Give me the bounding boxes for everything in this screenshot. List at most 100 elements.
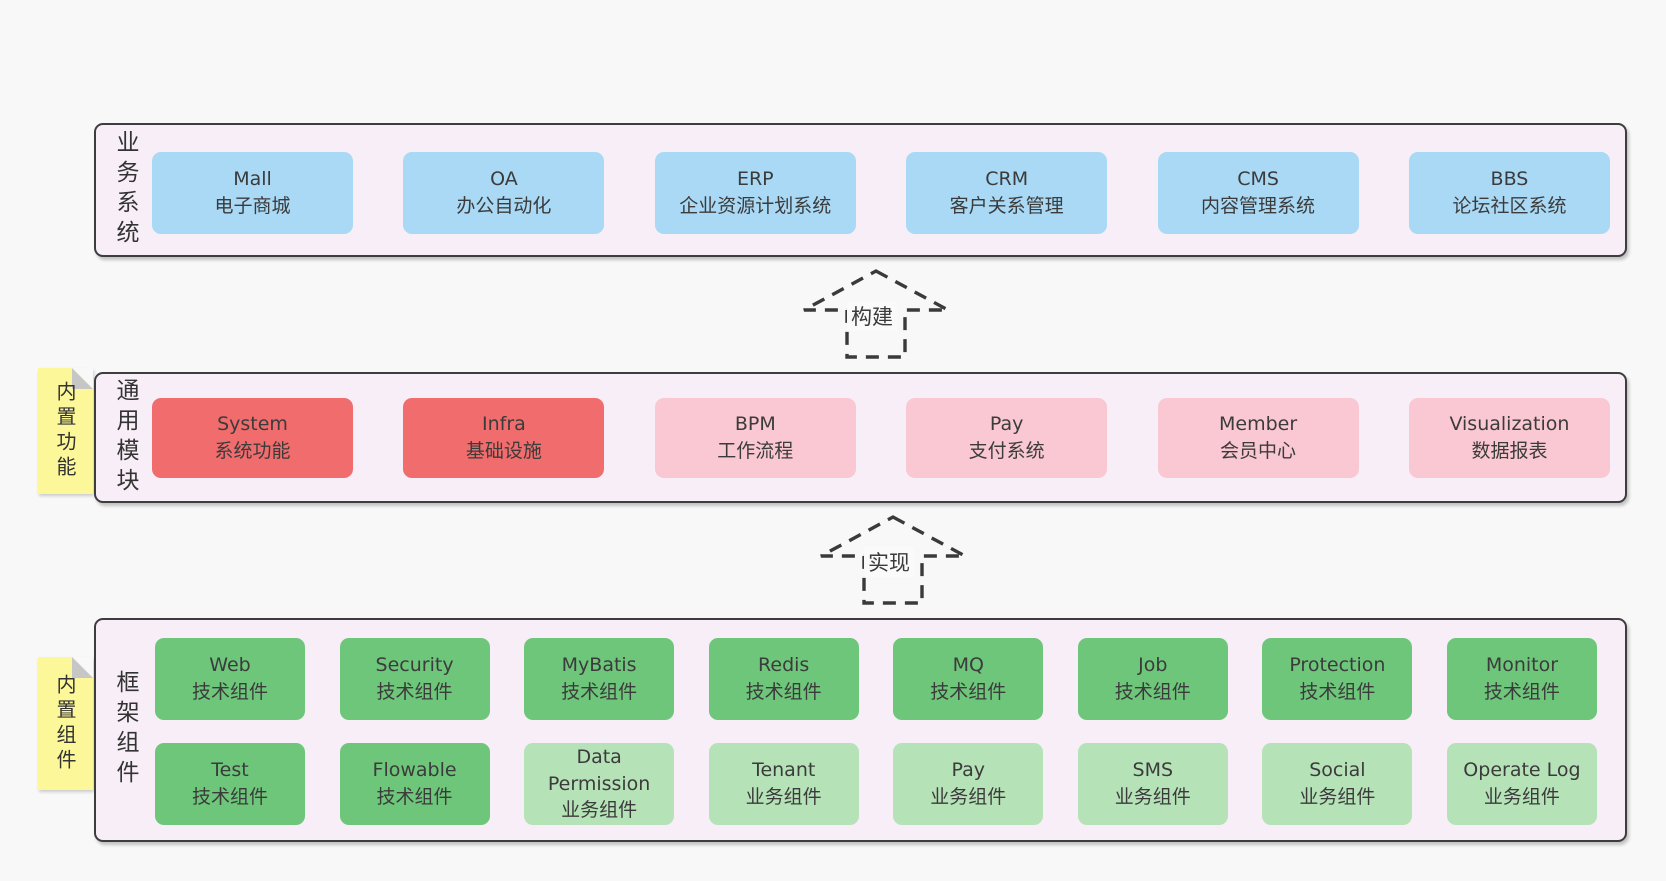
dashed-up-arrow-icon: [820, 515, 966, 605]
box-protection: Protection 技术组件: [1262, 638, 1413, 720]
box-name: Flowable: [372, 759, 457, 782]
box-data-permission: Data Permission 业务组件: [524, 743, 675, 825]
band-title: 业务系统: [112, 130, 138, 250]
box-desc: 技术组件: [376, 786, 453, 808]
box-name: Visualization: [1449, 413, 1570, 436]
box-name: SMS: [1132, 759, 1174, 782]
band-framework-components: 框架组件 Web 技术组件 Security 技术组件 MyBatis 技术组件…: [94, 618, 1627, 842]
band-common-modules: 通用模块 System 系统功能 Infra 基础设施 BPM 工作流程 Pay…: [94, 372, 1627, 503]
box-desc: 业务组件: [930, 786, 1007, 808]
box-erp: ERP 企业资源计划系统: [654, 152, 856, 234]
box-pay-system: Pay 支付系统: [906, 398, 1108, 478]
box-name: MQ: [952, 654, 984, 677]
components-row-1: Web 技术组件 Security 技术组件 MyBatis 技术组件 Redi…: [155, 638, 1597, 720]
box-desc: 技术组件: [191, 681, 268, 703]
box-name: MyBatis: [561, 654, 637, 677]
box-desc: 业务组件: [1483, 786, 1560, 808]
box-name: BPM: [734, 413, 776, 436]
box-crm: CRM 客户关系管理: [906, 152, 1108, 234]
box-name: Data Permission: [547, 745, 651, 795]
sticky-note-built-in-features: 内置功能: [38, 368, 93, 494]
box-mybatis: MyBatis 技术组件: [524, 638, 675, 720]
box-name: ERP: [736, 168, 774, 191]
box-test: Test 技术组件: [155, 743, 305, 825]
box-name: Tenant: [752, 759, 816, 782]
box-desc: 数据报表: [1471, 440, 1548, 462]
box-name: Social: [1309, 759, 1366, 782]
note-label: 内置组件: [53, 673, 77, 774]
box-desc: 技术组件: [376, 681, 453, 703]
box-desc: 技术组件: [561, 681, 638, 703]
box-name: System: [217, 413, 288, 436]
box-redis: Redis 技术组件: [708, 638, 859, 720]
box-oa: OA 办公自动化: [403, 152, 605, 234]
folded-corner-icon: [72, 368, 93, 389]
business-row: Mall 电子商城 OA 办公自动化 ERP 企业资源计划系统 CRM 客户关系…: [152, 152, 1610, 234]
sticky-note-built-in-components: 内置组件: [38, 657, 93, 790]
arrow-label: 构建: [847, 301, 897, 331]
components-row-2: Test 技术组件 Flowable 技术组件 Data Permission …: [155, 743, 1597, 825]
box-name: Web: [209, 654, 251, 677]
box-name: BBS: [1490, 168, 1529, 191]
box-bbs: BBS 论坛社区系统: [1408, 152, 1610, 234]
box-desc: 会员中心: [1220, 440, 1297, 462]
box-desc: 办公自动化: [456, 195, 552, 217]
box-cms: CMS 内容管理系统: [1157, 152, 1359, 234]
box-tenant: Tenant 业务组件: [708, 743, 859, 825]
box-desc: 电子商城: [214, 195, 291, 217]
box-desc: 业务组件: [745, 786, 822, 808]
box-name: Test: [211, 759, 249, 782]
box-name: CRM: [985, 168, 1029, 191]
box-desc: 技术组件: [1114, 681, 1191, 703]
box-mall: Mall 电子商城: [152, 152, 353, 234]
box-pay-component: Pay 业务组件: [893, 743, 1044, 825]
band-title: 框架组件: [112, 670, 138, 790]
box-name: Mall: [233, 168, 272, 191]
box-desc: 技术组件: [930, 681, 1007, 703]
box-name: OA: [490, 168, 518, 191]
box-name: Pay: [989, 413, 1024, 436]
box-name: Member: [1218, 413, 1298, 436]
modules-row: System 系统功能 Infra 基础设施 BPM 工作流程 Pay 支付系统…: [152, 398, 1610, 478]
box-desc: 系统功能: [214, 440, 291, 462]
box-member: Member 会员中心: [1157, 398, 1359, 478]
box-desc: 技术组件: [745, 681, 822, 703]
note-label: 内置功能: [53, 381, 77, 481]
box-job: Job 技术组件: [1077, 638, 1228, 720]
box-infra: Infra 基础设施: [403, 398, 605, 478]
box-name: Job: [1138, 654, 1168, 677]
band-title: 通用模块: [112, 377, 138, 498]
box-desc: 企业资源计划系统: [679, 195, 832, 217]
box-desc: 技术组件: [191, 786, 268, 808]
box-desc: 业务组件: [1299, 786, 1376, 808]
box-desc: 业务组件: [1114, 786, 1191, 808]
box-monitor: Monitor 技术组件: [1446, 638, 1597, 720]
box-visualization: Visualization 数据报表: [1408, 398, 1610, 478]
box-social: Social 业务组件: [1262, 743, 1413, 825]
box-desc: 工作流程: [717, 440, 794, 462]
box-mq: MQ 技术组件: [893, 638, 1044, 720]
box-system: System 系统功能: [152, 398, 353, 478]
box-name: Security: [375, 654, 454, 677]
arrow-build-up: 构建: [801, 268, 951, 360]
box-name: Protection: [1289, 654, 1386, 677]
box-bpm: BPM 工作流程: [654, 398, 856, 478]
box-operate-log: Operate Log 业务组件: [1446, 743, 1597, 825]
band-business-systems: 业务系统 Mall 电子商城 OA 办公自动化 ERP 企业资源计划系统 CRM…: [94, 123, 1627, 257]
box-desc: 支付系统: [968, 440, 1045, 462]
box-flowable: Flowable 技术组件: [339, 743, 490, 825]
box-security: Security 技术组件: [339, 638, 490, 720]
box-desc: 客户关系管理: [949, 195, 1064, 217]
arrow-implement-up: 实现: [818, 514, 968, 606]
box-desc: 基础设施: [465, 440, 542, 462]
box-name: Operate Log: [1463, 759, 1581, 782]
dashed-up-arrow-icon: [803, 269, 949, 359]
folded-corner-icon: [72, 657, 93, 678]
box-desc: 论坛社区系统: [1452, 195, 1567, 217]
box-web: Web 技术组件: [155, 638, 305, 720]
box-desc: 业务组件: [561, 799, 638, 822]
box-sms: SMS 业务组件: [1077, 743, 1228, 825]
box-name: Pay: [951, 759, 986, 782]
box-desc: 技术组件: [1299, 681, 1376, 703]
